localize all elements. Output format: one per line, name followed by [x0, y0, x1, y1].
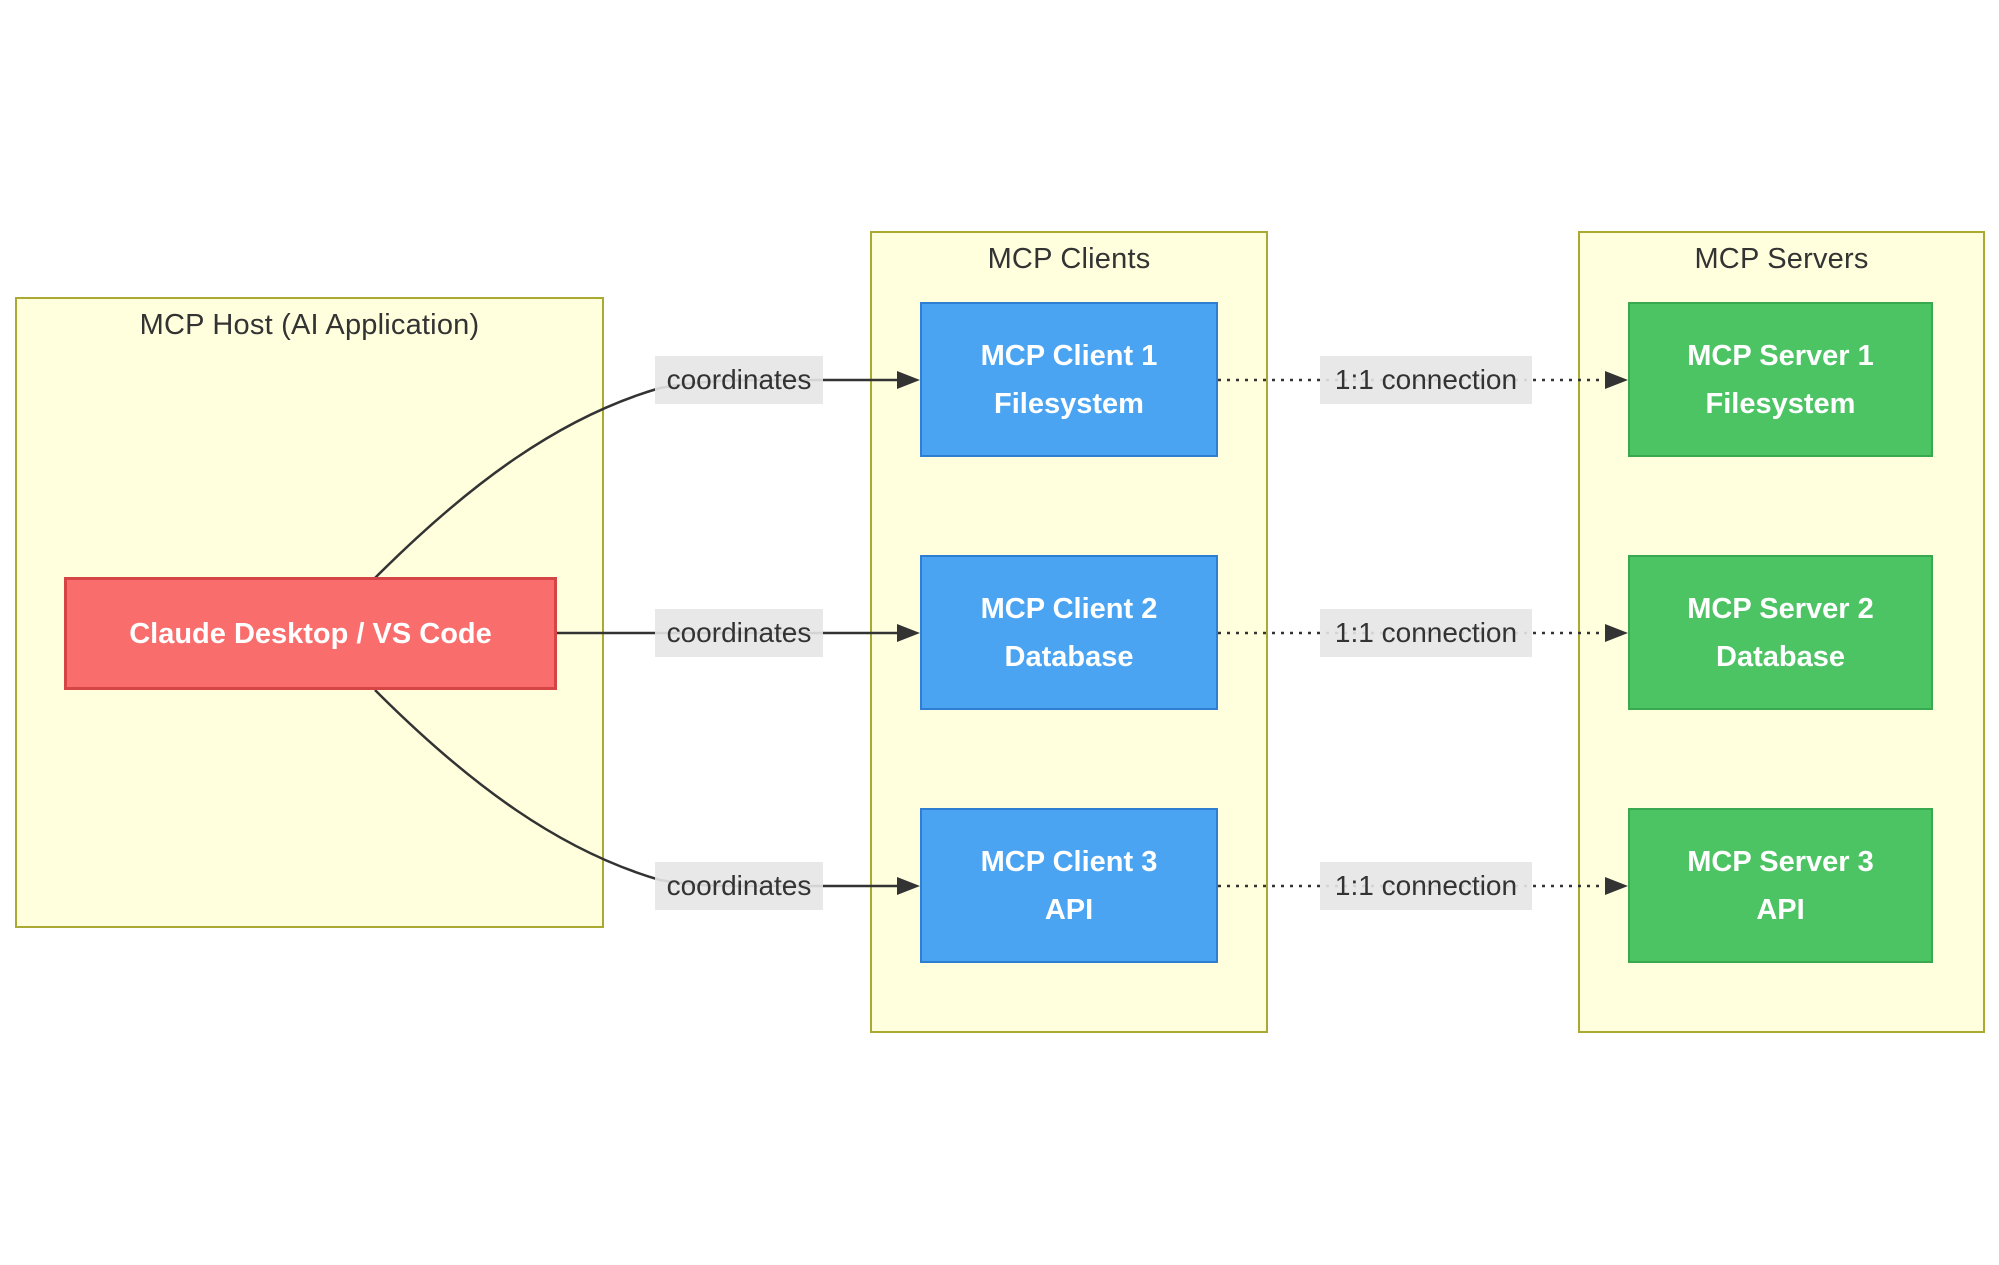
node-mcp-client-3-line1: MCP Client 3: [980, 845, 1158, 878]
edge-label-coordinates-1: coordinates: [655, 356, 823, 404]
node-mcp-client-1-line2: Filesystem: [994, 387, 1144, 420]
node-mcp-client-1-line1: MCP Client 1: [980, 339, 1158, 372]
arrowhead-client2: [897, 624, 920, 642]
node-mcp-server-3-line2: API: [1756, 893, 1805, 926]
group-mcp-host-title: MCP Host (AI Application): [139, 309, 480, 341]
arrowhead-client1: [897, 371, 920, 389]
node-mcp-server-1: MCP Server 1 Filesystem: [1628, 302, 1933, 457]
node-mcp-client-2-line2: Database: [1004, 640, 1134, 673]
node-mcp-server-3: MCP Server 3 API: [1628, 808, 1933, 963]
node-mcp-client-3: MCP Client 3 API: [920, 808, 1218, 963]
arrowhead-server2: [1605, 624, 1628, 642]
arrowhead-server3: [1605, 877, 1628, 895]
node-claude-desktop: Claude Desktop / VS Code: [64, 577, 557, 690]
edge-label-coordinates-3: coordinates: [655, 862, 823, 910]
node-mcp-server-2: MCP Server 2 Database: [1628, 555, 1933, 710]
node-mcp-server-1-line1: MCP Server 1: [1687, 339, 1874, 372]
edge-label-coordinates-2: coordinates: [655, 609, 823, 657]
arrowhead-server1: [1605, 371, 1628, 389]
node-mcp-server-3-line1: MCP Server 3: [1687, 845, 1874, 878]
group-mcp-clients-title: MCP Clients: [987, 243, 1151, 275]
edge-label-connection-2: 1:1 connection: [1320, 609, 1532, 657]
node-mcp-client-1: MCP Client 1 Filesystem: [920, 302, 1218, 457]
node-mcp-server-2-line1: MCP Server 2: [1687, 592, 1874, 625]
node-mcp-client-2: MCP Client 2 Database: [920, 555, 1218, 710]
arrowhead-client3: [897, 877, 920, 895]
node-claude-desktop-label: Claude Desktop / VS Code: [129, 617, 492, 650]
node-mcp-server-2-line2: Database: [1716, 640, 1845, 673]
node-mcp-client-3-line2: API: [1044, 893, 1094, 926]
edge-label-connection-3: 1:1 connection: [1320, 862, 1532, 910]
node-mcp-server-1-line2: Filesystem: [1705, 387, 1856, 420]
edge-host-to-client1: [374, 378, 901, 579]
edge-host-to-client3: [374, 689, 901, 888]
node-mcp-client-2-line1: MCP Client 2: [980, 592, 1158, 625]
group-mcp-servers-title: MCP Servers: [1694, 243, 1869, 275]
edge-label-connection-1: 1:1 connection: [1320, 356, 1532, 404]
